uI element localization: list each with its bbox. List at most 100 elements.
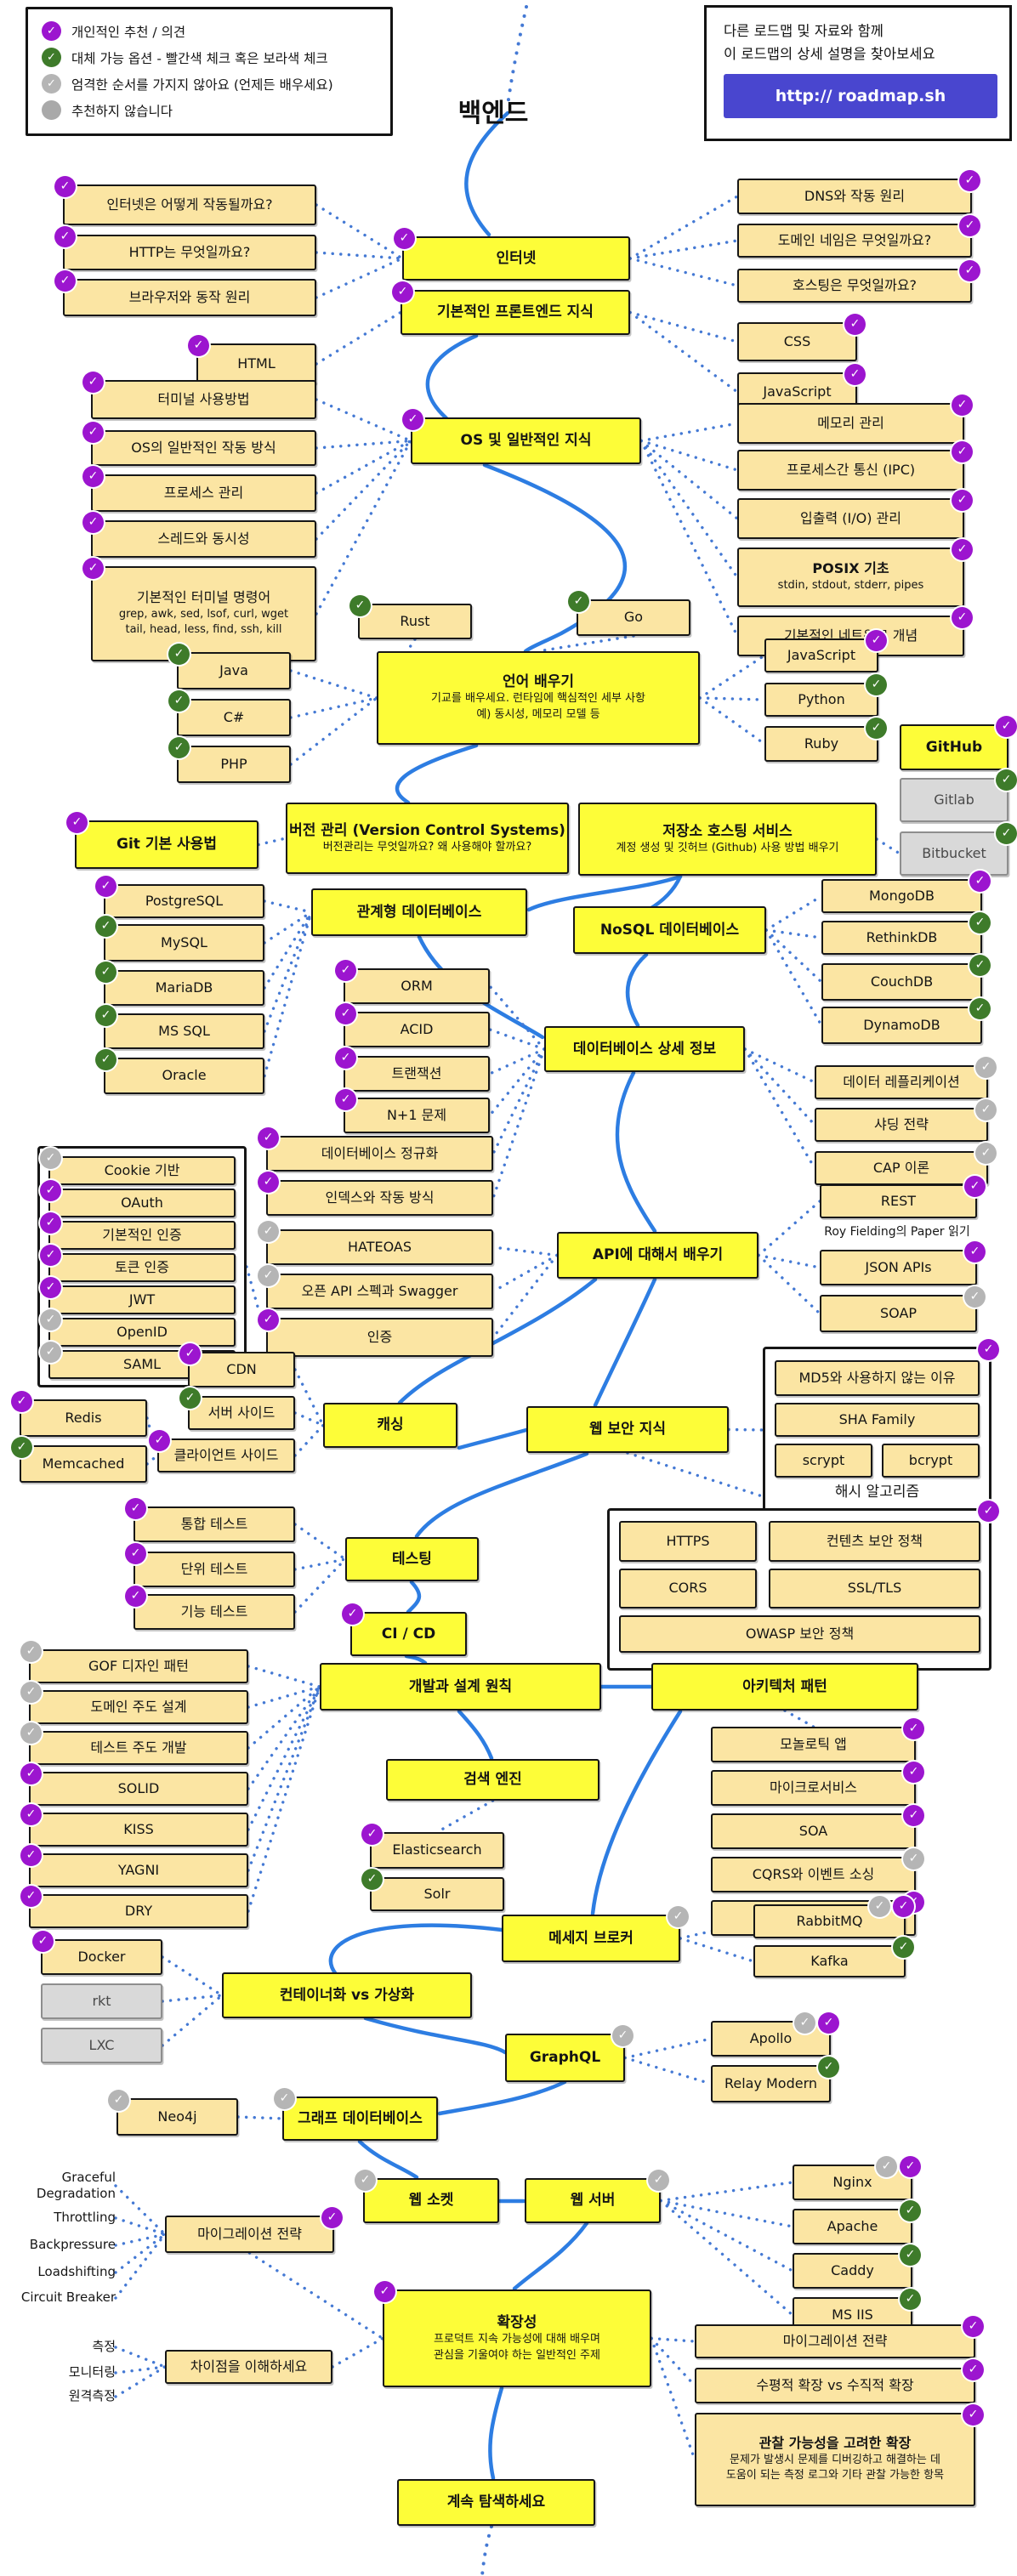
purple-check-icon[interactable]: ✓ [963, 2359, 984, 2380]
node-github[interactable]: GitHub✓ [900, 716, 1017, 770]
node-monolithic[interactable]: 모놀로틱 앱✓ [711, 1718, 924, 1762]
purple-check-icon[interactable]: ✓ [952, 394, 973, 416]
purple-check-icon[interactable]: ✓ [125, 1586, 146, 1607]
node-ddd[interactable]: 도메인 주도 설계✓ [20, 1682, 248, 1724]
green-check-icon[interactable]: ✓ [900, 2244, 921, 2266]
node-normalization[interactable]: 데이터베이스 정규화✓ [258, 1127, 493, 1172]
gray-check-icon[interactable]: ✓ [869, 1896, 890, 1917]
purple-check-icon[interactable]: ✓ [335, 1089, 356, 1110]
gray-check-icon[interactable]: ✓ [975, 1099, 997, 1121]
green-check-icon[interactable]: ✓ [95, 1049, 116, 1070]
node-ruby[interactable]: Ruby✓ [764, 718, 887, 762]
node-cap[interactable]: CAP 이론✓ [815, 1143, 997, 1185]
purple-check-icon[interactable]: ✓ [125, 1498, 146, 1519]
node-web-security[interactable]: 웹 보안 지식 [526, 1406, 729, 1453]
node-migration-right[interactable]: 마이그레이션 전략✓ [695, 2316, 984, 2358]
node-domain-name[interactable]: 도메인 네임은 무엇일까요?✓ [737, 215, 980, 258]
node-version-control[interactable]: 버전 관리 (Version Control Systems)버전관리는 무엇일… [286, 803, 569, 874]
node-open-api[interactable]: 오픈 API 스펙과 Swagger✓ [258, 1265, 493, 1309]
purple-check-icon[interactable]: ✓ [342, 1603, 363, 1625]
node-redis[interactable]: Redis✓ [11, 1391, 147, 1437]
node-apollo[interactable]: Apollo✓✓ [711, 2012, 839, 2057]
gray-check-icon[interactable]: ✓ [794, 2012, 815, 2034]
purple-check-icon[interactable]: ✓ [903, 1762, 924, 1783]
node-tdd[interactable]: 테스트 주도 개발✓ [20, 1722, 248, 1765]
node-graphql[interactable]: GraphQL✓ [505, 2025, 633, 2082]
green-check-icon[interactable]: ✓ [900, 2289, 921, 2310]
gray-check-icon[interactable]: ✓ [903, 1848, 924, 1870]
node-indexes[interactable]: 인덱스와 작동 방식✓ [258, 1172, 493, 1216]
node-mysql[interactable]: MySQL✓ [95, 916, 264, 962]
purple-check-icon[interactable]: ✓ [54, 176, 76, 197]
node-oracle[interactable]: Oracle✓ [95, 1049, 264, 1094]
node-cqrs[interactable]: CQRS와 이벤트 소싱✓ [711, 1848, 924, 1892]
purple-check-icon[interactable]: ✓ [952, 539, 973, 560]
purple-check-icon[interactable]: ✓ [900, 2156, 921, 2177]
purple-check-icon[interactable]: ✓ [54, 270, 76, 292]
node-git-basics[interactable]: Git 기본 사용법✓ [66, 812, 259, 869]
node-terminal-usage[interactable]: 터미널 사용방법✓ [82, 372, 316, 419]
node-https[interactable]: HTTPS [619, 1521, 757, 1562]
node-memory-mgmt[interactable]: 메모리 관리✓ [737, 394, 973, 444]
purple-check-icon[interactable]: ✓ [335, 960, 356, 981]
purple-check-icon[interactable]: ✓ [20, 1763, 42, 1784]
node-orm[interactable]: ORM✓ [335, 960, 490, 1004]
purple-check-icon[interactable]: ✓ [818, 2012, 839, 2034]
node-frontend-basics[interactable]: 기본적인 프론트엔드 지식✓ [392, 281, 630, 335]
node-cors[interactable]: CORS [619, 1569, 757, 1609]
node-jwt[interactable]: JWT✓ [40, 1277, 236, 1314]
node-token-auth[interactable]: 토큰 인증✓ [40, 1245, 236, 1282]
node-rust[interactable]: Rust✓ [349, 595, 472, 639]
green-check-icon[interactable]: ✓ [95, 916, 116, 937]
purple-check-icon[interactable]: ✓ [963, 2316, 984, 2337]
node-keep-exploring[interactable]: 계속 탐색하세요 [397, 2479, 595, 2526]
node-os-knowledge[interactable]: OS 및 일반적인 지식✓ [402, 409, 641, 464]
node-elasticsearch[interactable]: Elasticsearch✓ [361, 1824, 504, 1869]
gray-check-icon[interactable]: ✓ [668, 1906, 689, 1927]
purple-check-icon[interactable]: ✓ [335, 1047, 356, 1069]
green-check-icon[interactable]: ✓ [996, 823, 1017, 844]
purple-check-icon[interactable]: ✓ [258, 1172, 279, 1193]
purple-check-icon[interactable]: ✓ [903, 1805, 924, 1826]
node-db-details[interactable]: 데이터베이스 상세 정보 [544, 1026, 745, 1072]
node-understand-differences[interactable]: 차이점을 이해하세요 [165, 2350, 332, 2384]
node-gitlab[interactable]: Gitlab✓ [900, 769, 1017, 822]
node-java[interactable]: Java✓ [168, 644, 291, 689]
node-sha[interactable]: SHA Family [775, 1403, 980, 1437]
purple-check-icon[interactable]: ✓ [82, 422, 104, 443]
node-client-side[interactable]: 클라이언트 사이드✓ [149, 1430, 295, 1472]
node-nginx[interactable]: Nginx✓✓ [793, 2156, 921, 2200]
node-go[interactable]: Go✓ [568, 591, 690, 636]
purple-check-icon[interactable]: ✓ [978, 1501, 999, 1522]
gray-check-icon[interactable]: ✓ [40, 1148, 61, 1169]
node-io-mgmt[interactable]: 입출력 (I/O) 관리✓ [737, 490, 973, 539]
node-mssql[interactable]: MS SQL✓ [95, 1005, 264, 1049]
gray-check-icon[interactable]: ✓ [20, 1722, 42, 1744]
node-dry[interactable]: DRY✓ [20, 1886, 248, 1928]
green-check-icon[interactable]: ✓ [168, 737, 190, 758]
node-couchdb[interactable]: CouchDB✓ [821, 955, 991, 1001]
purple-check-icon[interactable]: ✓ [32, 1931, 54, 1952]
purple-check-icon[interactable]: ✓ [978, 1339, 999, 1360]
purple-check-icon[interactable]: ✓ [258, 1309, 279, 1331]
node-replication[interactable]: 데이터 레플리케이션✓ [815, 1057, 997, 1099]
node-containerization[interactable]: 컨테이너화 vs 가상화 [222, 1972, 472, 2018]
purple-check-icon[interactable]: ✓ [179, 1343, 201, 1365]
node-soap[interactable]: SOAP✓ [820, 1286, 986, 1332]
purple-check-icon[interactable]: ✓ [335, 1003, 356, 1024]
purple-check-icon[interactable]: ✓ [844, 314, 866, 335]
node-sharding[interactable]: 샤딩 전략✓ [815, 1099, 997, 1142]
purple-check-icon[interactable]: ✓ [20, 1845, 42, 1866]
purple-check-icon[interactable]: ✓ [40, 1245, 61, 1266]
node-internet[interactable]: 인터넷✓ [394, 228, 630, 281]
gray-check-icon[interactable]: ✓ [648, 2170, 669, 2191]
purple-check-icon[interactable]: ✓ [964, 1176, 986, 1197]
gray-check-icon[interactable]: ✓ [20, 1641, 42, 1662]
node-functional-test[interactable]: 기능 테스트✓ [125, 1586, 295, 1630]
node-q-internet[interactable]: 인터넷은 어떻게 작동될까요?✓ [54, 176, 316, 225]
purple-check-icon[interactable]: ✓ [40, 1277, 61, 1298]
node-solr[interactable]: Solr✓ [361, 1869, 504, 1911]
